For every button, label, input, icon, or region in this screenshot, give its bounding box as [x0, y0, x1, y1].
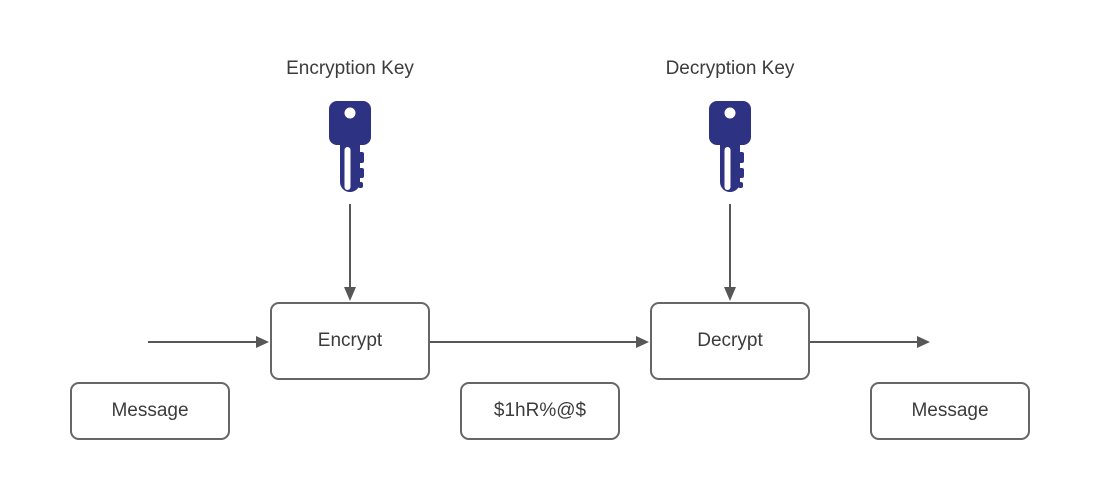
encryption-key-icon [329, 101, 371, 192]
message-input-label: Message [111, 400, 189, 421]
decrypt-box: Decrypt [650, 302, 810, 380]
message-output-label: Message [911, 400, 989, 421]
encrypt-box-label: Encrypt [317, 330, 383, 351]
arrow-out-of-decrypt [810, 336, 930, 348]
arrow-encrypt-to-decrypt [430, 336, 649, 348]
arrow-encryption-key-to-encrypt [344, 204, 356, 301]
ciphertext-label: $1hR%@$ [493, 400, 587, 421]
decryption-key-icon [709, 101, 751, 192]
decryption-key-label: Decryption Key [665, 58, 795, 79]
encrypt-box: Encrypt [270, 302, 430, 380]
ciphertext-box: $1hR%@$ [460, 382, 620, 440]
message-output-box: Message [870, 382, 1030, 440]
arrow-decryption-key-to-decrypt [724, 204, 736, 301]
message-input-box: Message [70, 382, 230, 440]
decrypt-box-label: Decrypt [697, 330, 763, 351]
arrow-into-encrypt [148, 336, 269, 348]
encryption-key-label: Encryption Key [286, 58, 414, 79]
